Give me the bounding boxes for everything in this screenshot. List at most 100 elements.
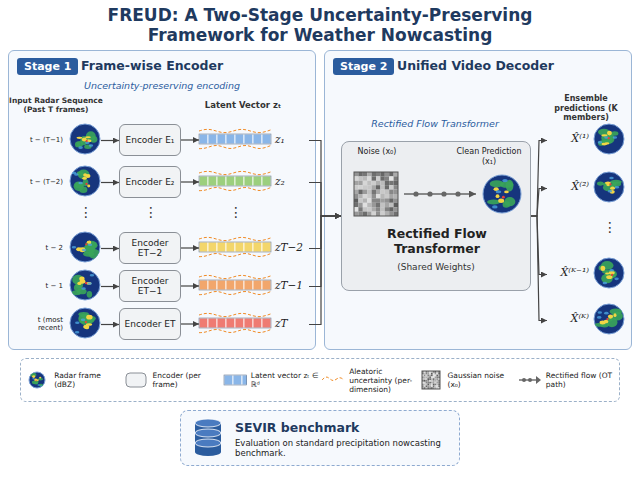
transformer-box: Noise (x₀)Clean Prediction (x₁)Rectified… [341,141,531,291]
radar-frame-node: t − (T−2) [13,165,101,200]
latent-vector [199,242,271,252]
node-text: t − 1 [13,269,65,304]
node-text: Encoder ET−1 [120,271,180,301]
legend-item: Encoder (per frame) [124,369,220,391]
connector-arrow [181,323,199,324]
legend-box: Radar frame (dBZ)Encoder (per frame) Late… [20,358,620,402]
node-text: zT−1 [275,273,303,297]
encoder-box: Encoder ET [119,308,181,340]
legend-sample [26,369,50,391]
node-text: Clean Prediction (x₁) [450,147,528,166]
ellipsis-mark: ⋮ [144,205,156,219]
latent-vector [199,318,271,328]
radar-frame [594,124,624,154]
latent-illustration [199,311,309,335]
radar-frame-node: t − 2 [13,231,101,266]
legend-text: Radar frame (dBZ) [54,371,122,389]
aleatoric-uncertainty [199,329,271,332]
node-text: Stage 1 [17,58,78,75]
radar-frame [483,175,521,213]
latent-vector-node: z₂ [199,169,309,196]
radar-frame [70,232,100,262]
legend-text: Rectified flow (OT path) [546,371,614,389]
legend-text: Gaussian noise (x₀) [447,371,515,389]
legend-text: Latent vector zₜ ∈ ℝᵈ [251,371,319,389]
legend-item: Rectified flow (OT path) [518,369,614,391]
flow-step [427,191,432,196]
node-text: t − (T−2) [13,165,65,200]
legend-item: Radar frame (dBZ) [26,369,122,391]
connector-arrow [309,183,341,217]
aleatoric-uncertainty [199,291,271,294]
latent-vector-node: zT [199,311,309,338]
radar-frame [70,270,100,300]
aleatoric-uncertainty [199,275,271,278]
ensemble-member: X̂⁽ᴷ⁾ [547,303,627,338]
node-text: Encoder ET [120,309,180,339]
encoder-box: Encoder E₁ [119,124,181,156]
legend-sample [223,369,247,391]
connector-arrow [101,140,119,141]
node-text: Uncertainty-preserving encoding [9,80,315,91]
diagram-title: FREUD: A Two-Stage Uncertainty-Preservin… [60,5,580,46]
node-text: X̂⁽ᴷ⁾ [547,303,589,335]
aleatoric-uncertainty [199,237,271,240]
aleatoric-uncertainty [199,145,271,148]
node-text: Encoder ET−2 [120,233,180,263]
node-text: Evaluation on standard precipitation now… [235,438,453,458]
node-text: t − (T−1) [13,123,65,158]
flow-step [441,191,446,196]
connector-arrow [101,286,119,287]
flow-step [455,191,460,196]
ellipsis-mark: ⋮ [229,205,241,219]
radar-frame [594,258,624,288]
legend-item: Aleatoric uncertainty (per-dimension) [321,367,417,394]
ensemble-member: X̂⁽ᴷ⁻¹⁾ [547,257,627,292]
aleatoric-uncertainty [199,171,271,174]
connector-arrow [181,247,199,248]
latent-illustration [199,169,309,193]
node-text: z₁ [275,127,285,151]
aleatoric-uncertainty [199,253,271,256]
latent-vector [224,375,247,385]
node-text: Encoder E₁ [120,125,180,155]
radar-frame [70,308,100,338]
ensemble-member: X̂⁽²⁾ [547,171,627,206]
legend-sample [321,369,345,391]
benchmark-box: SEVIR benchmarkEvaluation on standard pr… [180,410,460,466]
connector-arrow [101,324,119,325]
radar-frame [70,124,100,154]
column-heading: Latent Vector zₜ [198,100,288,110]
radar-frame-node: t − 1 [13,269,101,304]
gaussian-noise [422,371,440,389]
column-heading: Rectified Flow Transformer [340,118,530,129]
legend-text: Aleatoric uncertainty (per-dimension) [349,367,417,394]
node-text: t − 2 [13,231,65,266]
encoder-box: Encoder E₂ [119,166,181,198]
node-text: (Shared Weights) [342,262,530,272]
connector-arrow [101,248,119,249]
connector-arrow [101,182,119,183]
ellipsis-mark: ⋮ [603,220,615,234]
latent-vector [199,176,271,186]
node-text: z₂ [275,169,285,193]
aleatoric-uncertainty [199,129,271,132]
stage-panel: Stage 1Frame-wise EncoderUncertainty-pre… [8,50,316,350]
radar-frame [70,166,100,196]
radar-frame [29,372,45,388]
latent-vector-node: zT−1 [199,273,309,300]
node-text: X̂⁽ᴷ⁻¹⁾ [547,257,589,289]
legend-sample [518,369,542,391]
column-heading: Ensemble predictions (K members) [540,94,632,123]
connector-arrow [181,139,199,140]
connector-arrow [531,216,547,275]
connector-arrow [531,141,547,217]
latent-vector [199,134,271,144]
legend-sample [419,369,443,391]
aleatoric-uncertainty [199,313,271,316]
legend-item: Gaussian noise (x₀) [419,369,515,391]
node-text: Stage 2 [333,58,394,75]
encoder-box: Encoder ET−2 [119,232,181,264]
node-text: Noise (x₀) [344,147,410,157]
